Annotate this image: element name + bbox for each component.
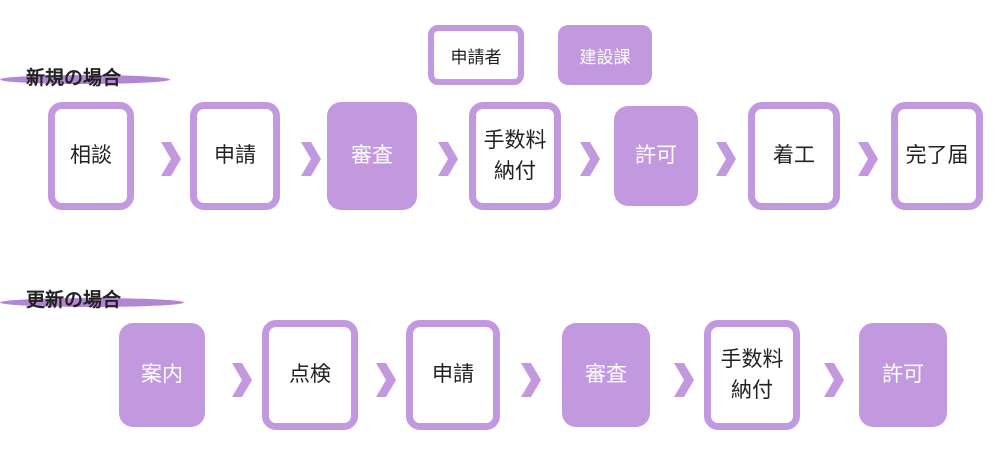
step-label: 申請 <box>432 362 474 387</box>
legend-construction-dept-label: 建設課 <box>579 47 631 68</box>
step-label: 相談 <box>70 143 112 168</box>
chevron-right-icon <box>714 142 736 176</box>
renewal-step-notice: 案内 <box>119 323 205 427</box>
new-step-construction-start: 着工 <box>748 102 840 210</box>
step-label: 審査 <box>351 143 393 168</box>
chevron-right-icon <box>159 142 181 176</box>
new-step-review: 審査 <box>327 102 417 210</box>
step-label: 許可 <box>882 362 924 387</box>
step-label: 案内 <box>141 362 183 387</box>
renewal-step-permit: 許可 <box>859 323 947 427</box>
step-label: 着工 <box>773 143 815 168</box>
new-case-title-underline <box>0 75 170 84</box>
step-label: 完了届 <box>905 143 969 168</box>
renewal-case-title-underline <box>0 298 184 307</box>
legend-construction-dept: 建設課 <box>558 25 652 85</box>
chevron-right-icon <box>519 363 541 397</box>
chevron-right-icon <box>299 142 321 176</box>
new-step-permit: 許可 <box>614 106 698 206</box>
step-label: 許可 <box>635 143 677 168</box>
renewal-step-review: 審査 <box>562 323 650 427</box>
step-label: 申請 <box>214 143 256 168</box>
chevron-right-icon <box>578 142 600 176</box>
legend-applicant: 申請者 <box>428 25 524 85</box>
chevron-right-icon <box>374 363 396 397</box>
new-step-consultation: 相談 <box>48 102 134 210</box>
chevron-right-icon <box>856 142 878 176</box>
renewal-step-inspection: 点検 <box>262 320 358 430</box>
new-step-fee-payment: 手数料 納付 <box>469 102 561 210</box>
chevron-right-icon <box>672 363 694 397</box>
chevron-right-icon <box>230 363 252 397</box>
new-case-title: 新規の場合 <box>26 67 122 89</box>
new-step-completion-report: 完了届 <box>891 102 983 210</box>
step-label: 点検 <box>289 362 331 387</box>
chevron-right-icon <box>822 363 844 397</box>
legend-applicant-label: 申請者 <box>450 47 502 68</box>
renewal-case-title: 更新の場合 <box>26 289 122 311</box>
chevron-right-icon <box>436 142 458 176</box>
renewal-step-fee-payment: 手数料 納付 <box>704 320 800 430</box>
step-label: 手数料 納付 <box>483 127 547 184</box>
step-label: 手数料 納付 <box>720 346 784 403</box>
renewal-step-application: 申請 <box>406 320 500 430</box>
new-step-application: 申請 <box>190 102 280 210</box>
step-label: 審査 <box>585 362 627 387</box>
